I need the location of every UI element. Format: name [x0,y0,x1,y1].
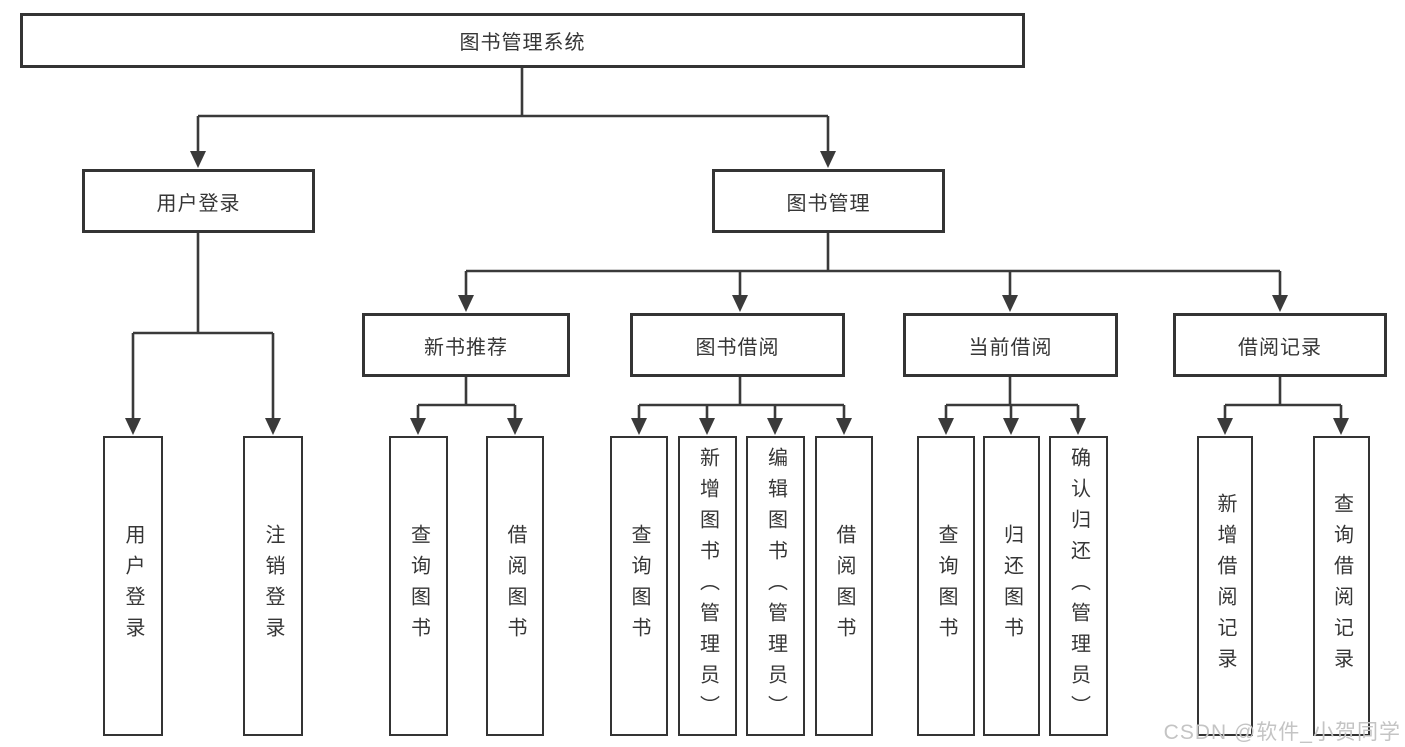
node-label: 图书管理 [786,192,871,215]
node-current-borrow: 当前借阅 [903,313,1118,377]
leaf-label: 注销登录 [262,524,284,648]
leaf-user-login: 用户登录 [103,436,163,736]
leaf-label: 查询图书 [628,524,650,648]
leaf-recommend-borrow-book: 借阅图书 [486,436,544,736]
node-book-borrow: 图书借阅 [630,313,845,377]
node-label: 图书管理系统 [459,32,586,54]
leaf-label: 新增图书（管理员） [696,446,719,726]
leaf-recommend-query-book: 查询图书 [389,436,448,736]
leaf-query-borrow-record: 查询借阅记录 [1313,436,1370,736]
leaf-label: 查询图书 [407,524,430,648]
node-user-login: 用户登录 [82,169,315,233]
leaf-add-book-admin: 新增图书（管理员） [678,436,737,736]
leaf-borrow-book: 借阅图书 [815,436,873,736]
node-label: 用户登录 [156,192,241,215]
csdn-watermark: CSDN @软件_小贺同学 [1163,721,1401,744]
leaf-label: 新增借阅记录 [1214,493,1236,679]
leaf-label: 借阅图书 [504,524,526,648]
node-label: 当前借阅 [968,336,1053,359]
leaf-label: 编辑图书（管理员） [764,446,787,726]
node-new-book-recommend: 新书推荐 [362,313,570,377]
leaf-return-book: 归还图书 [983,436,1040,736]
node-borrow-record: 借阅记录 [1173,313,1387,377]
node-book-management: 图书管理 [712,169,945,233]
node-label: 新书推荐 [424,336,508,359]
leaf-label: 查询图书 [935,524,957,648]
leaf-label: 归还图书 [1000,524,1023,648]
leaf-borrow-query-book: 查询图书 [610,436,668,736]
leaf-label: 用户登录 [122,524,144,648]
leaf-edit-book-admin: 编辑图书（管理员） [746,436,805,736]
node-library-management-system: 图书管理系统 [20,13,1025,68]
node-label: 图书借阅 [695,336,780,359]
leaf-add-borrow-record: 新增借阅记录 [1197,436,1253,736]
leaf-current-query-book: 查询图书 [917,436,975,736]
arrowhead-icons [125,151,1349,435]
leaf-logout: 注销登录 [243,436,303,736]
leaf-label: 确认归还（管理员） [1067,446,1090,726]
leaf-label: 借阅图书 [833,524,855,648]
leaf-label: 查询借阅记录 [1330,493,1353,679]
node-label: 借阅记录 [1238,336,1322,359]
leaf-confirm-return-admin: 确认归还（管理员） [1049,436,1108,736]
